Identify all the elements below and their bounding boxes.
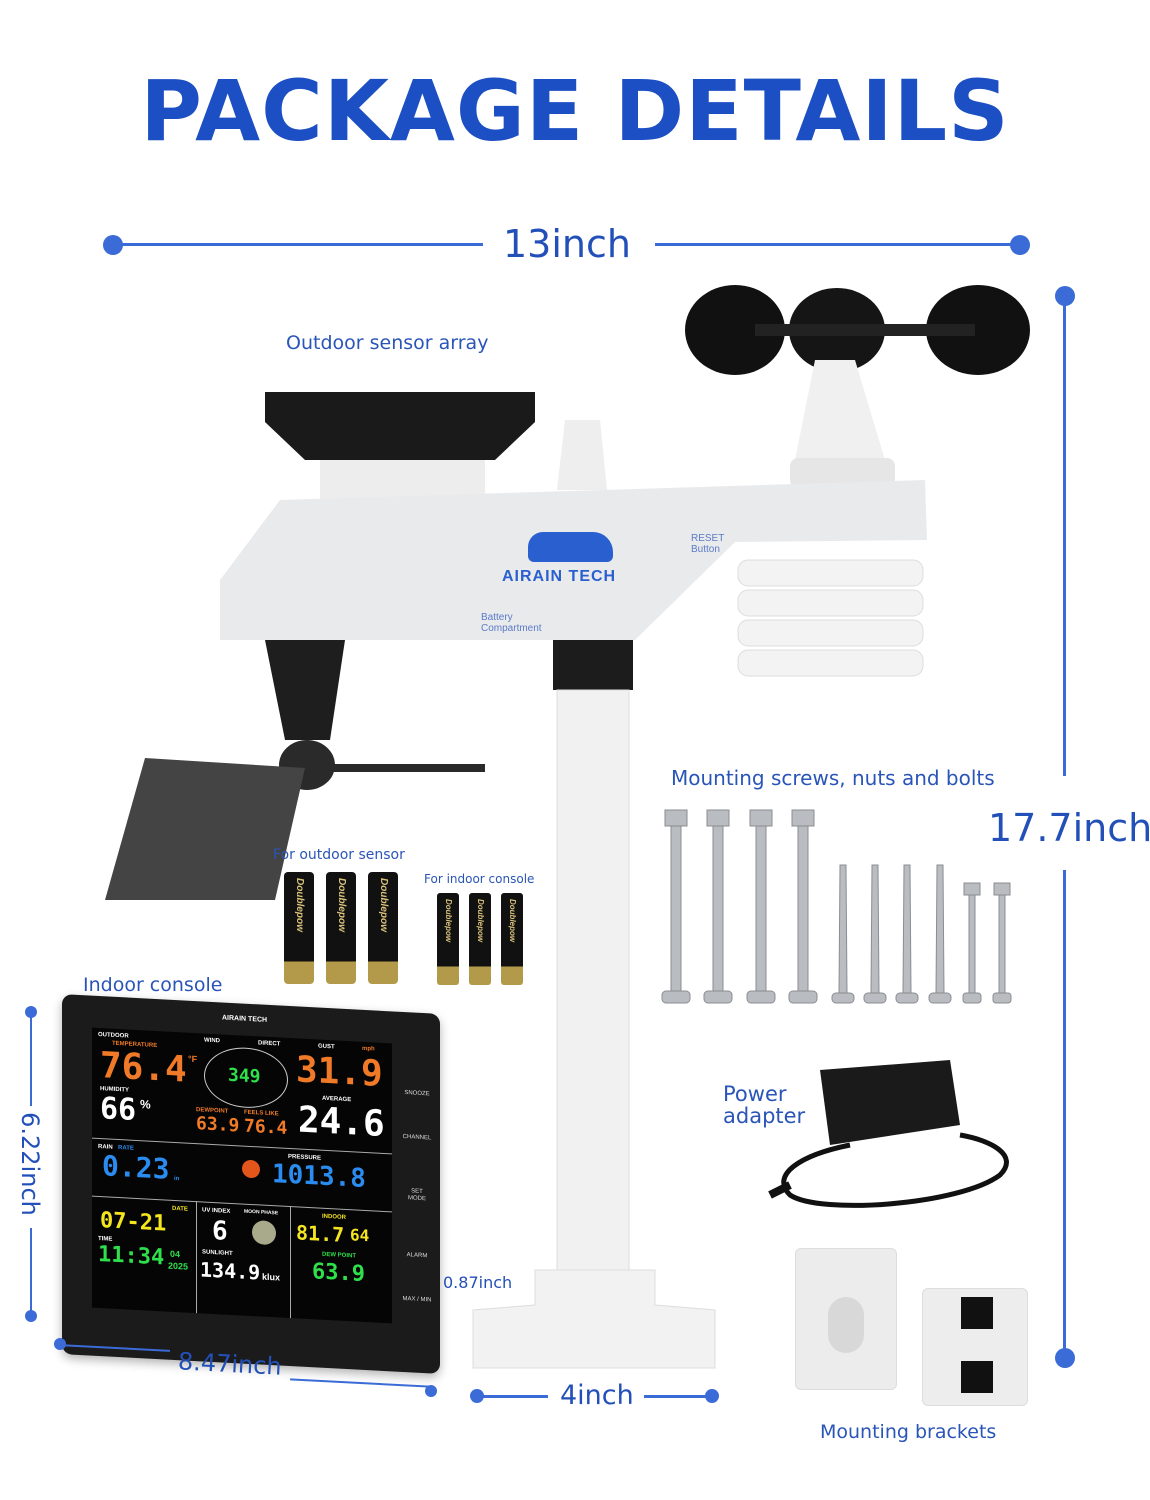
- temp-unit: °F: [188, 1053, 198, 1065]
- aa-battery: Doublepow: [368, 872, 398, 984]
- divider: [290, 1206, 291, 1319]
- wind-direction: 349: [228, 1064, 261, 1088]
- console-screen: OUTDOOR TEMPERATURE 76.4 °F HUMIDITY 66 …: [92, 1027, 392, 1324]
- sun-icon: [242, 1159, 260, 1179]
- sensor-array-label: Outdoor sensor array: [286, 332, 489, 354]
- date-label: DATE: [172, 1205, 188, 1213]
- alarm-button: ALARM: [406, 1252, 428, 1260]
- battery-brand: Doublepow: [294, 878, 305, 932]
- airain-cloud-logo: [528, 532, 613, 562]
- aa-battery: Doublepow: [284, 872, 314, 984]
- outdoor-temperature: 76.4: [100, 1045, 187, 1091]
- aaa-batteries: Doublepow Doublepow Doublepow: [437, 893, 523, 985]
- set-mode-button: SET MODE: [408, 1188, 426, 1202]
- dimension-dot: [25, 1310, 37, 1322]
- rain-value: 0.23: [102, 1149, 170, 1186]
- gust-unit: mph: [362, 1045, 375, 1053]
- battery-compartment-label: Battery Compartment: [481, 612, 542, 634]
- battery-brand: Doublepow: [378, 878, 389, 932]
- console-depth-dimension: 0.87inch: [443, 1273, 513, 1292]
- indoor-dewpoint: 63.9: [312, 1259, 365, 1287]
- sunlight-label: SUNLIGHT: [202, 1249, 233, 1258]
- dimension-line: [113, 243, 483, 246]
- console-width-dimension: 8.47inch: [177, 1347, 283, 1381]
- width-dimension: 13inch: [503, 222, 631, 266]
- battery-brand: Doublepow: [444, 899, 453, 943]
- wind-label: WIND: [204, 1037, 220, 1045]
- dimension-line: [1063, 870, 1066, 1358]
- year-value: 2025: [168, 1260, 189, 1272]
- dimension-dot: [705, 1389, 719, 1403]
- battery-brand: Doublepow: [336, 878, 347, 932]
- outdoor-label: OUTDOOR: [98, 1031, 129, 1040]
- indoor-humidity: 64: [350, 1225, 370, 1246]
- max-min-button: MAX / MIN: [402, 1295, 432, 1304]
- mounting-bracket-2: [922, 1288, 1028, 1406]
- snooze-button: SNOOZE: [404, 1090, 430, 1098]
- dimension-line: [655, 243, 1020, 246]
- indoor-dewpoint-label: DEW POINT: [322, 1251, 356, 1260]
- dimension-line: [644, 1395, 710, 1398]
- console-label: Indoor console: [83, 974, 223, 996]
- screws-label: Mounting screws, nuts and bolts: [671, 766, 995, 790]
- sensor-brand: AIRAIN TECH: [502, 568, 617, 585]
- gust-label: GUST: [318, 1043, 335, 1051]
- divider: [196, 1201, 197, 1314]
- page-title: PACKAGE DETAILS: [140, 62, 1010, 160]
- feels-like-value: 76.4: [244, 1115, 288, 1139]
- console-height-dimension: 6.22inch: [15, 1112, 44, 1216]
- dimension-dot: [1010, 235, 1030, 255]
- pressure-value: 1013.8: [272, 1159, 366, 1195]
- gust-value: 31.9: [296, 1049, 383, 1095]
- dimension-dot: [54, 1338, 66, 1350]
- power-adapter-label: Power adapter: [723, 1082, 806, 1128]
- sunlight-unit: klux: [262, 1271, 281, 1283]
- direct-label: DIRECT: [258, 1040, 281, 1048]
- uv-value: 6: [212, 1215, 228, 1247]
- dimension-dot: [1055, 1348, 1075, 1368]
- dimension-dot: [425, 1385, 437, 1397]
- dimension-line: [30, 1228, 32, 1316]
- reset-button-label: RESET Button: [691, 533, 725, 555]
- base-width-dimension: 4inch: [560, 1380, 634, 1411]
- power-adapter: [768, 1060, 1009, 1208]
- batteries-indoor-label: For indoor console: [424, 872, 535, 886]
- height-dimension: 17.7inch: [988, 806, 1150, 850]
- console-brand: AIRAIN TECH: [222, 1014, 268, 1024]
- battery-brand: Doublepow: [476, 899, 485, 943]
- outdoor-humidity: 66: [100, 1091, 137, 1128]
- dimension-dot: [25, 1006, 37, 1018]
- aaa-battery: Doublepow: [501, 893, 523, 985]
- aaa-battery: Doublepow: [469, 893, 491, 985]
- humidity-unit: %: [140, 1097, 151, 1112]
- average-value: 24.6: [298, 1099, 385, 1146]
- dimension-line: [1063, 296, 1066, 776]
- time-value: 11:34: [98, 1241, 165, 1271]
- moon-icon: [252, 1220, 276, 1246]
- dewpoint-value: 63.9: [196, 1113, 240, 1137]
- dimension-line: [480, 1395, 548, 1398]
- indoor-console: AIRAIN TECH OUTDOOR TEMPERATURE 76.4 °F …: [62, 994, 440, 1374]
- screws-bolts: [661, 809, 1012, 1004]
- brackets-label: Mounting brackets: [820, 1421, 997, 1443]
- aa-battery: Doublepow: [326, 872, 356, 984]
- channel-button: CHANNEL: [402, 1133, 432, 1142]
- moon-phase-label: MOON PHASE: [244, 1208, 279, 1217]
- batteries-outdoor-label: For outdoor sensor: [273, 847, 405, 863]
- day-value: 04: [170, 1248, 181, 1260]
- mounting-bracket-1: [795, 1248, 897, 1390]
- dimension-dot: [470, 1389, 484, 1403]
- dimension-line: [30, 1016, 32, 1106]
- sunlight-value: 134.9: [200, 1257, 261, 1285]
- aa-batteries: Doublepow Doublepow Doublepow: [284, 872, 398, 984]
- rain-unit: in: [174, 1175, 180, 1183]
- indoor-label: INDOOR: [322, 1213, 346, 1221]
- indoor-temperature: 81.7: [296, 1220, 345, 1247]
- battery-brand: Doublepow: [508, 899, 517, 943]
- uv-label: UV INDEX: [202, 1207, 231, 1215]
- date-value: 07-21: [100, 1208, 167, 1237]
- aaa-battery: Doublepow: [437, 893, 459, 985]
